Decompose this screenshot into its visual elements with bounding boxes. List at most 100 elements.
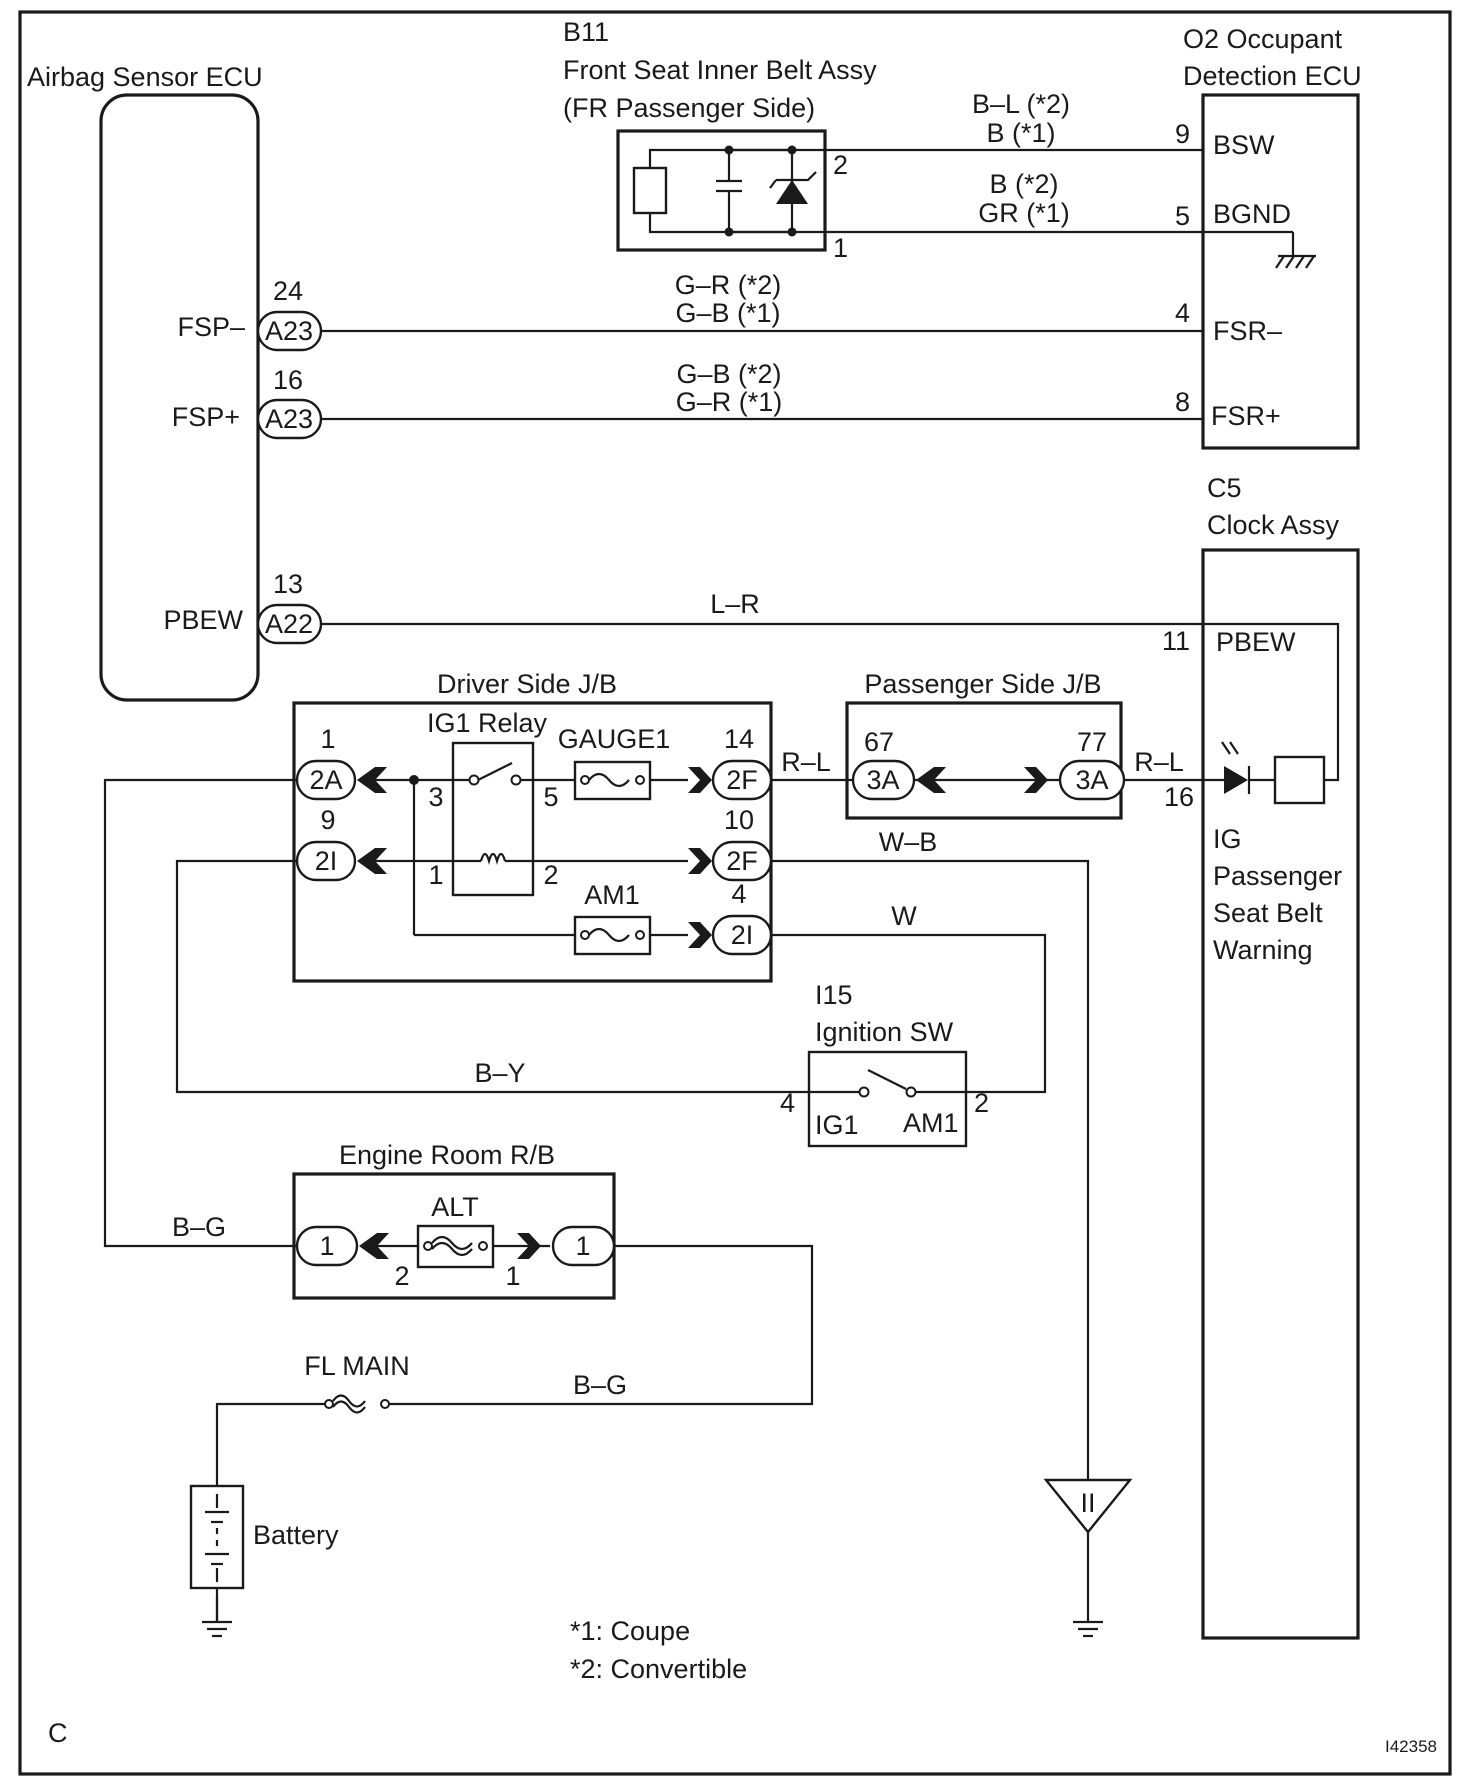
fsr-plus-label: FSR+: [1211, 401, 1281, 431]
airbag-ecu-title: Airbag Sensor ECU: [27, 62, 263, 92]
passenger-jb-box: [845, 701, 1123, 820]
rb-pin-2: 2: [394, 1261, 409, 1291]
passenger-jb-title: Passenger Side J/B: [864, 669, 1101, 699]
pin-16: 16: [273, 365, 303, 395]
warning-label-2: Passenger: [1213, 861, 1342, 891]
fl-main-fuse-icon: [324, 1394, 390, 1414]
warning-driver-box: [1273, 755, 1326, 805]
clock-pin-16: 16: [1164, 782, 1194, 812]
connector-1-right-arrow: [517, 1233, 541, 1259]
battery-label: Battery: [253, 1520, 339, 1550]
bgnd-label: BGND: [1213, 199, 1291, 229]
ground-ii-label: II: [1080, 1488, 1095, 1518]
warning-label-1: IG: [1213, 824, 1242, 854]
corner-right-label: I42358: [1385, 1737, 1437, 1756]
o2-name: Detection ECU: [1183, 61, 1362, 91]
warning-label-3: Seat Belt: [1213, 898, 1323, 928]
connector-2a-label: 2A: [309, 765, 342, 795]
pbew-ecu-label: PBEW: [163, 605, 243, 635]
relay-switch-icon: [453, 762, 533, 786]
wire-rl-label-2: R–L: [1134, 747, 1184, 777]
wire-bsw-label-2: B (*1): [986, 118, 1055, 148]
sw-pin-4: 4: [780, 1088, 795, 1118]
connector-a23-1-label: A23: [265, 316, 313, 346]
relay-pin-1: 1: [428, 860, 443, 890]
relay-pin-2: 2: [543, 860, 558, 890]
am1-fuse-label: AM1: [584, 880, 640, 910]
body-ground-icon: [1071, 1594, 1105, 1638]
c5-code: C5: [1207, 473, 1242, 503]
b11-name: Front Seat Inner Belt Assy: [563, 55, 877, 85]
c5-name: Clock Assy: [1207, 510, 1340, 540]
jb-pin-10: 10: [724, 805, 754, 835]
wire-fsp-p-label-1: G–B (*2): [676, 359, 781, 389]
jb-pin-1: 1: [320, 724, 335, 754]
connector-1-right-label: 1: [575, 1231, 590, 1261]
jb-pin-9: 9: [320, 805, 335, 835]
rb-pin-1: 1: [505, 1261, 520, 1291]
wires: [103, 148, 1340, 1622]
battery-icon: [205, 1494, 229, 1582]
b11-side: (FR Passenger Side): [563, 93, 815, 123]
corner-left-label: C: [48, 1718, 68, 1748]
ignition-sw-name: Ignition SW: [815, 1017, 954, 1047]
diagram-frame: [18, 10, 1452, 1776]
o2-ecu-box: [1201, 93, 1360, 450]
ignition-sw-code: I15: [815, 980, 853, 1010]
note-convertible: *2: Convertible: [570, 1654, 747, 1684]
warning-label-4: Warning: [1213, 935, 1313, 965]
o2-pin-8: 8: [1175, 387, 1190, 417]
sw-pin-2: 2: [974, 1088, 989, 1118]
o2-ground: [1275, 232, 1316, 269]
ground-ii-icon: [1043, 1478, 1133, 1596]
driver-jb-box: [292, 701, 773, 983]
connector-1-left-arrow: [359, 1233, 389, 1259]
connector-2i-2-label: 2I: [731, 920, 754, 950]
am1-terminal-label: AM1: [903, 1108, 959, 1138]
connector-1-right: [551, 1225, 616, 1267]
connector-a23-2-label: A23: [265, 404, 313, 434]
connector-2i-1: [295, 840, 357, 882]
connector-1-left-label: 1: [319, 1231, 334, 1261]
connector-a23-1: [256, 310, 323, 352]
connector-2f-1-arrow: [688, 767, 712, 793]
connector-2f-2-arrow: [688, 848, 712, 874]
am1-fuse-icon: [580, 927, 645, 943]
clock-pin-11: 11: [1162, 626, 1190, 656]
note-coupe: *1: Coupe: [570, 1616, 690, 1646]
wire-wb-label: W–B: [879, 827, 938, 857]
fsp-minus-label: FSP–: [177, 312, 245, 342]
b11-pin-2: 2: [833, 150, 848, 180]
o2-pin-4: 4: [1175, 298, 1190, 328]
splice-dot: [409, 775, 419, 785]
connector-3a-2-arrow: [1024, 767, 1048, 793]
b11-pin-1: 1: [833, 233, 848, 263]
pjb-pin-77: 77: [1077, 727, 1107, 757]
bsw-label: BSW: [1213, 130, 1275, 160]
pin-24: 24: [273, 276, 303, 306]
connector-2i-1-label: 2I: [315, 846, 338, 876]
engine-rb-title: Engine Room R/B: [339, 1140, 555, 1170]
connector-3a-1-arrow: [916, 767, 946, 793]
o2-code: O2 Occupant: [1183, 24, 1343, 54]
connector-2f-2-label: 2F: [726, 846, 758, 876]
wire-bgnd-label-1: B (*2): [989, 169, 1058, 199]
connector-2f-1: [711, 759, 773, 801]
connector-a22: [256, 603, 323, 645]
connector-3a-1-label: 3A: [866, 765, 899, 795]
alt-fuse-icon: [423, 1235, 488, 1257]
connector-3a-2-label: 3A: [1075, 765, 1108, 795]
connector-2i-2: [711, 914, 773, 956]
warning-led-icon: [1221, 741, 1275, 794]
battery-ground-icon: [200, 1594, 234, 1638]
wire-bgnd-label-2: GR (*1): [978, 198, 1070, 228]
connector-3a-2: [1058, 759, 1126, 801]
wire-bg-label-2: B–G: [573, 1370, 627, 1400]
wire-fsp-m-label-1: G–R (*2): [675, 270, 782, 300]
wire-pbew-label: L–R: [710, 589, 760, 619]
wire-rl-label-1: R–L: [781, 747, 831, 777]
ignition-switch-icon: [809, 1069, 966, 1098]
pjb-pin-67: 67: [864, 727, 894, 757]
gauge1-label: GAUGE1: [558, 724, 671, 754]
